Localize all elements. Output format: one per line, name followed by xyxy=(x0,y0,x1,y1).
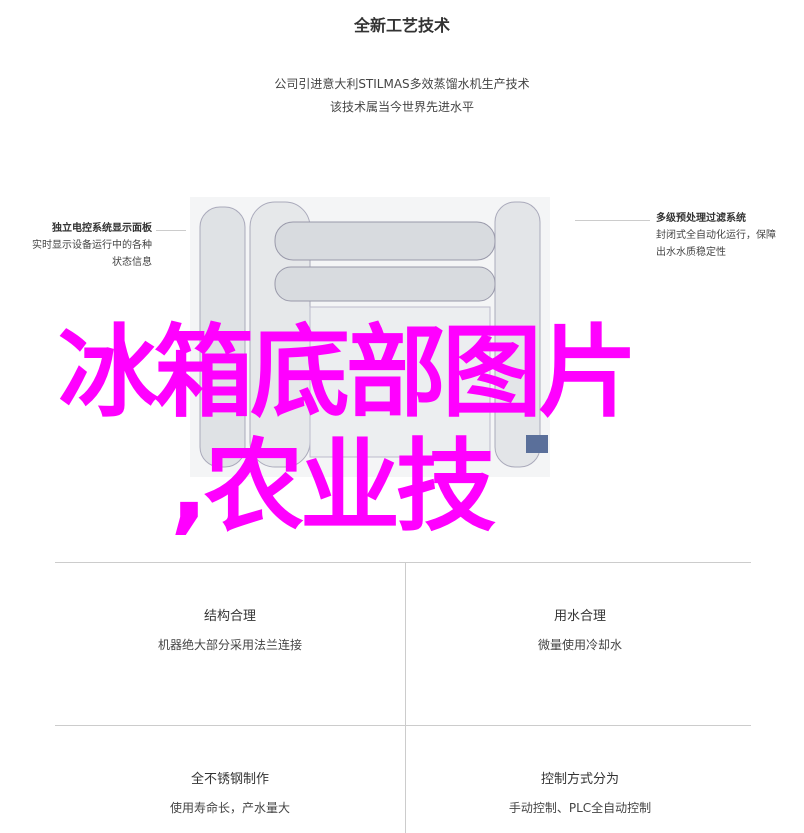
feature-title: 用水合理 xyxy=(553,609,606,624)
feature-control: 控制方式分为 手动控制、PLC全自动控制 xyxy=(405,768,755,816)
feature-desc: 机器绝大部分采用法兰连接 xyxy=(157,638,302,652)
feature-structure: 结构合理 机器绝大部分采用法兰连接 xyxy=(55,605,405,653)
feature-steel: 全不锈钢制作 使用寿命长，产水量大 xyxy=(55,768,405,816)
callout-line-right xyxy=(575,220,650,221)
callout-left-desc1: 实时显示设备运行中的各种 xyxy=(32,240,152,251)
divider-top xyxy=(55,562,751,563)
divider-vertical xyxy=(405,562,406,833)
callout-right-desc2: 出水水质稳定性 xyxy=(656,247,726,258)
callout-left-title: 独立电控系统显示面板 xyxy=(52,223,152,234)
callout-left-desc2: 状态信息 xyxy=(112,257,152,268)
callout-left: 独立电控系统显示面板 实时显示设备运行中的各种 状态信息 xyxy=(18,220,152,271)
callout-right-desc1: 封闭式全自动化运行，保障 xyxy=(656,230,776,241)
feature-desc: 手动控制、PLC全自动控制 xyxy=(508,801,652,815)
callout-line-left xyxy=(156,230,186,231)
overlay-text-line2: ,农业技 xyxy=(170,428,496,545)
overlay-text-line1: 冰箱底部图片 xyxy=(58,314,638,431)
callout-right: 多级预处理过滤系统 封闭式全自动化运行，保障 出水水质稳定性 xyxy=(656,210,776,261)
subtitle-line-1: 公司引进意大利STILMAS多效蒸馏水机生产技术 xyxy=(274,77,530,91)
feature-title: 结构合理 xyxy=(203,609,256,624)
subtitle-line-2: 该技术属当今世界先进水平 xyxy=(329,100,474,114)
feature-desc: 使用寿命长，产水量大 xyxy=(169,801,290,815)
feature-water: 用水合理 微量使用冷却水 xyxy=(405,605,755,653)
divider-middle xyxy=(55,725,751,726)
page-title: 全新工艺技术 xyxy=(353,16,450,35)
feature-title: 全不锈钢制作 xyxy=(190,772,269,787)
feature-title: 控制方式分为 xyxy=(540,772,619,787)
distiller-machine-image xyxy=(190,197,550,477)
callout-right-title: 多级预处理过滤系统 xyxy=(656,213,746,224)
feature-desc: 微量使用冷却水 xyxy=(537,638,622,652)
